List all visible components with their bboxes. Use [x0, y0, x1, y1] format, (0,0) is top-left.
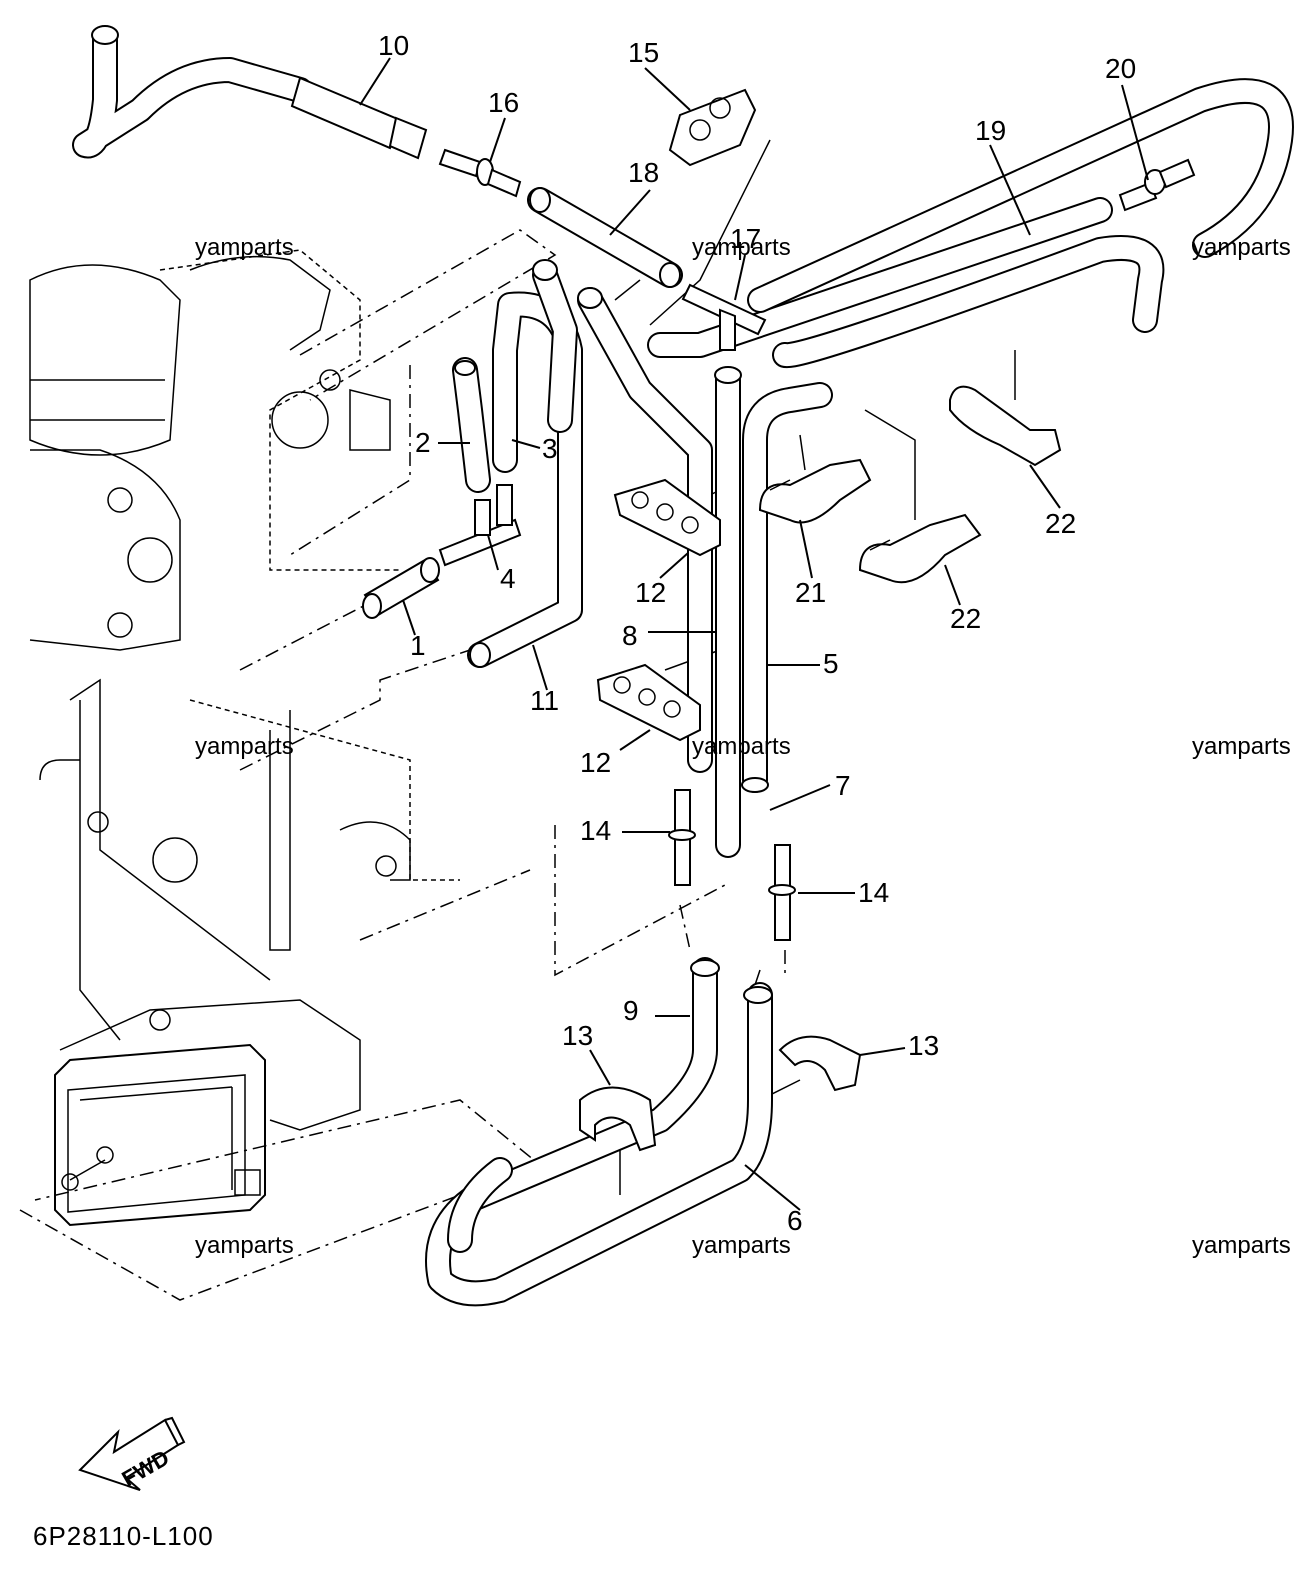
callout-21: 21 — [795, 577, 826, 608]
callout-2: 2 — [415, 427, 431, 458]
hose-2 — [452, 357, 491, 493]
holder-12-lower — [596, 663, 701, 742]
fitting-14 — [668, 789, 796, 941]
watermark: yamparts — [195, 234, 294, 261]
watermark: yamparts — [692, 733, 791, 760]
callout-22-upper: 22 — [1045, 508, 1076, 539]
watermark: yamparts — [195, 1232, 294, 1259]
callout-6: 6 — [787, 1205, 803, 1236]
watermark: yamparts — [1192, 1232, 1291, 1259]
callout-3: 3 — [542, 433, 558, 464]
callout-17: 17 — [730, 223, 761, 254]
callout-14-left: 14 — [580, 815, 611, 846]
callout-9: 9 — [623, 995, 639, 1026]
clamp-22-lower — [858, 513, 982, 584]
holder-12-upper — [613, 478, 721, 557]
hose-1 — [362, 557, 440, 619]
watermark: yamparts — [1192, 234, 1291, 261]
clip-13-right — [778, 1035, 862, 1092]
callout-5: 5 — [823, 648, 839, 679]
callout-10: 10 — [378, 30, 409, 61]
clip-15 — [668, 88, 757, 167]
watermark: yamparts — [1192, 733, 1291, 760]
callout-labels: 1 2 3 4 5 6 7 8 9 10 11 12 12 13 13 14 1… — [378, 30, 1136, 1236]
callout-15: 15 — [628, 37, 659, 68]
callout-4: 4 — [500, 563, 516, 594]
callout-18: 18 — [628, 157, 659, 188]
drawing-code: 6P28110-L100 — [33, 1521, 214, 1551]
watermarks: yamparts yamparts yamparts yamparts yamp… — [195, 234, 1291, 1259]
fitting-4 — [438, 484, 522, 567]
hose-10 — [72, 25, 428, 160]
hose-18 — [527, 187, 683, 288]
callout-12-upper: 12 — [635, 577, 666, 608]
callout-19: 19 — [975, 115, 1006, 146]
hose-8 — [714, 366, 742, 858]
clamp-21 — [758, 458, 872, 524]
fitting-17 — [681, 283, 767, 351]
hose-19 — [647, 78, 1294, 369]
engine-outline — [29, 249, 460, 1131]
hose-3 — [532, 259, 713, 773]
leader-lines — [359, 57, 1149, 1211]
fwd-arrow-icon: FWD — [78, 1416, 186, 1492]
canister-box — [54, 1043, 266, 1227]
callout-11: 11 — [530, 685, 559, 716]
callout-7: 7 — [835, 770, 851, 801]
callout-13-left: 13 — [562, 1020, 593, 1051]
callout-1: 1 — [410, 630, 426, 661]
callout-22-lower: 22 — [950, 603, 981, 634]
fitting-20 — [1118, 158, 1196, 212]
watermark: yamparts — [195, 733, 294, 760]
clamp-22-upper — [949, 385, 1062, 467]
callout-13-right: 13 — [908, 1030, 939, 1061]
fitting-16 — [438, 148, 522, 198]
callout-20: 20 — [1105, 53, 1136, 84]
watermark: yamparts — [692, 234, 791, 261]
clip-13-left — [579, 1086, 657, 1152]
callout-16: 16 — [488, 87, 519, 118]
hose-9-6 — [425, 957, 773, 1307]
callout-14-right: 14 — [858, 877, 889, 908]
callout-12-lower: 12 — [580, 747, 611, 778]
hose-5 — [741, 382, 833, 793]
watermark: yamparts — [692, 1232, 791, 1259]
callout-8: 8 — [622, 620, 638, 651]
